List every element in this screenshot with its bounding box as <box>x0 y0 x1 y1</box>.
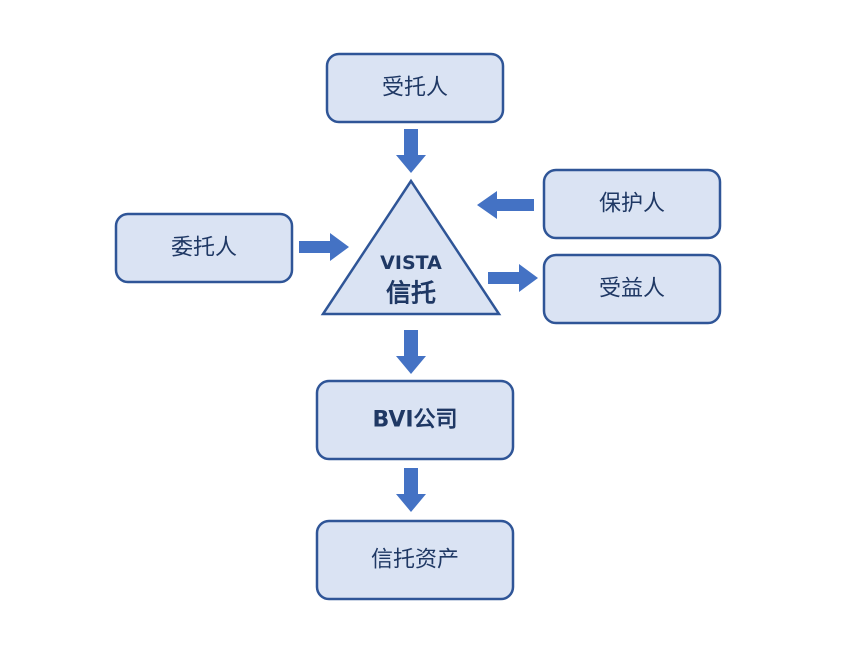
beneficiary-node: 受益人 <box>542 253 722 325</box>
arrow-protector-to-trust <box>477 191 534 219</box>
vista-trust-type: 信托 <box>386 279 436 308</box>
protector-label: 保护人 <box>599 192 665 217</box>
arrow-trustee-to-trust <box>396 129 426 173</box>
trustee-label: 受托人 <box>382 76 448 101</box>
bvi-company-label: BVI公司 <box>372 408 457 433</box>
vista-trust-name: VISTA <box>380 252 442 274</box>
settlor-label: 委托人 <box>171 236 237 261</box>
vista-trust-node: VISTA 信托 <box>320 178 502 316</box>
trust-assets-label: 信托资产 <box>371 548 459 573</box>
arrow-bvi-company-to-trust-assets <box>396 468 426 512</box>
beneficiary-label: 受益人 <box>599 277 665 302</box>
bvi-company-node: BVI公司 <box>315 379 515 461</box>
protector-node: 保护人 <box>542 168 722 240</box>
arrow-settlor-to-trust <box>299 233 349 261</box>
trust-assets-node: 信托资产 <box>315 519 515 601</box>
trustee-node: 受托人 <box>325 52 505 124</box>
settlor-node: 委托人 <box>114 212 294 284</box>
arrow-trust-to-beneficiary <box>488 264 538 292</box>
arrow-trust-to-bvi-company <box>396 330 426 374</box>
